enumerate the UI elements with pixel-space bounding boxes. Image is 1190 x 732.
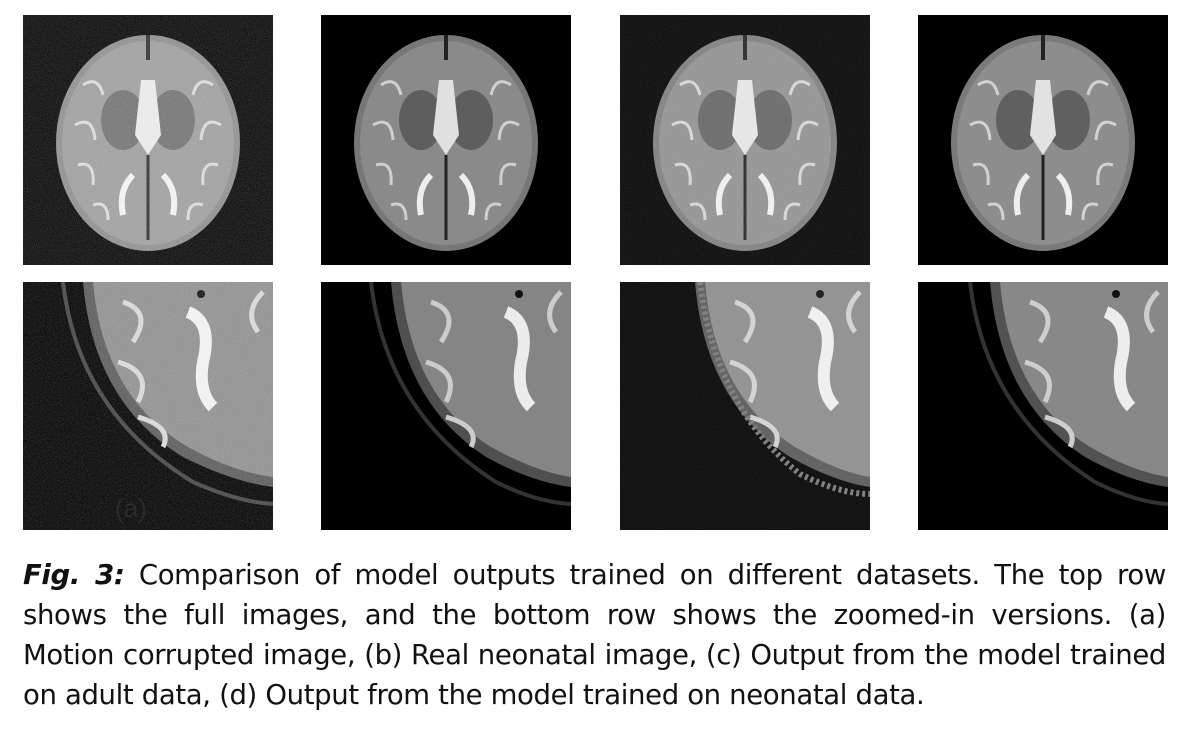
brain-full-image-c — [620, 15, 870, 265]
mri-full-a — [23, 15, 273, 265]
mri-zoom-c — [620, 282, 870, 530]
caption-text: Comparison of model outputs trained on d… — [23, 559, 1166, 711]
brain-full-image-d — [951, 35, 1135, 251]
brain-zoom-image-d — [968, 282, 1168, 506]
mri-full-c — [620, 15, 870, 265]
panel-a-label: (a) — [115, 493, 147, 523]
brain-full-image-b — [354, 35, 538, 251]
brain-zoom-image-b — [369, 282, 571, 506]
mri-full-b — [321, 15, 571, 265]
brain-zoom-image-c — [620, 282, 870, 530]
mri-zoom-a: (a) — [23, 282, 273, 530]
mri-zoom-d — [918, 282, 1168, 530]
caption-lead: Fig. 3: — [23, 559, 125, 591]
brain-zoom-image-a — [23, 282, 273, 530]
mri-zoom-b — [321, 282, 571, 530]
mri-full-d — [918, 15, 1168, 265]
brain-full-image-a — [23, 15, 273, 265]
figure-caption: Fig. 3: Comparison of model outputs trai… — [23, 555, 1166, 715]
